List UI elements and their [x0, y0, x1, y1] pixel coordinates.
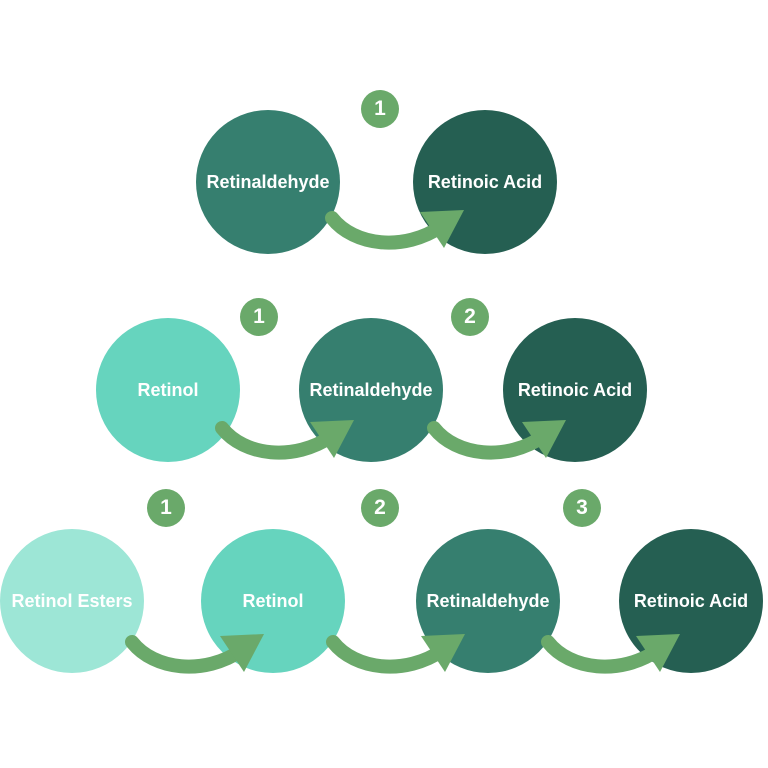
node-retinoic-acid: Retinoic Acid: [413, 110, 557, 254]
step-badge: 2: [361, 489, 399, 527]
node-retinaldehyde: Retinaldehyde: [299, 318, 443, 462]
step-badge: 1: [361, 90, 399, 128]
step-badge: 1: [240, 298, 278, 336]
node-retinol: Retinol: [201, 529, 345, 673]
node-retinoic-acid: Retinoic Acid: [503, 318, 647, 462]
node-retinaldehyde: Retinaldehyde: [196, 110, 340, 254]
step-badge: 2: [451, 298, 489, 336]
node-retinol: Retinol: [96, 318, 240, 462]
node-retinoic-acid: Retinoic Acid: [619, 529, 763, 673]
node-retinaldehyde: Retinaldehyde: [416, 529, 560, 673]
node-retinol-esters: Retinol Esters: [0, 529, 144, 673]
step-badge: 3: [563, 489, 601, 527]
step-badge: 1: [147, 489, 185, 527]
